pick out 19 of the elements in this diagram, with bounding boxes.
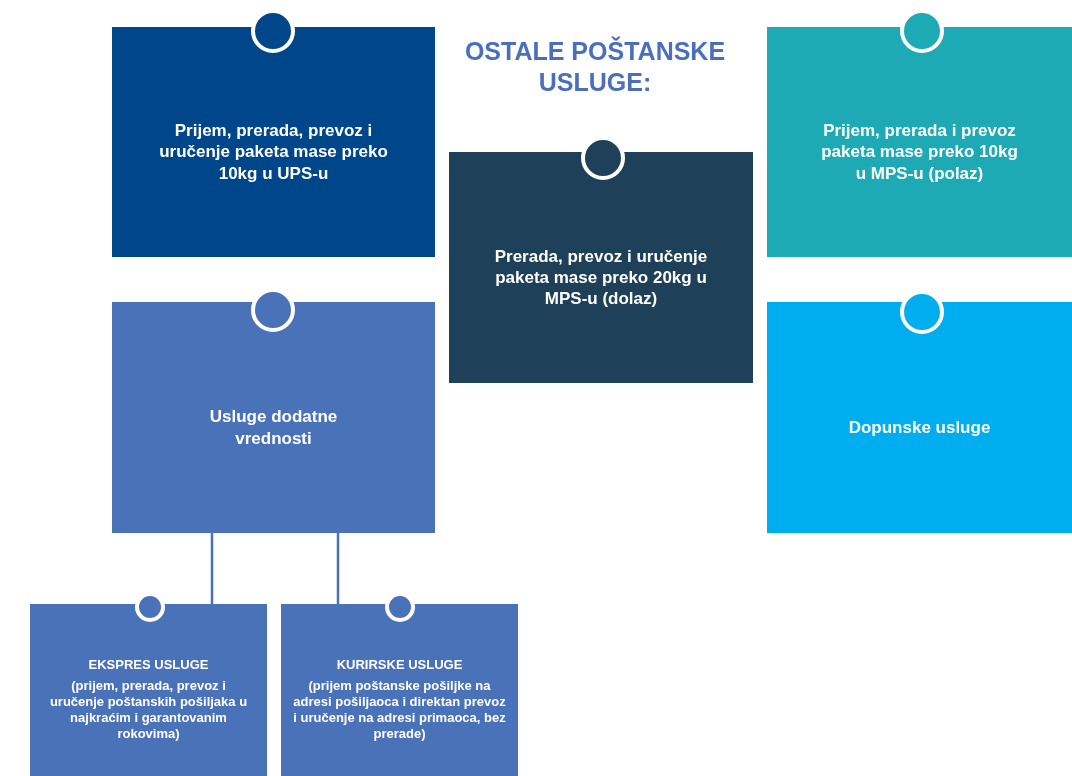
box-text: Prijem, prerada i prevoz paketa mase preko 10kg u MPS-u (polaz) (820, 120, 1019, 184)
box-text: (prijem, prerada, prevoz i uručenje poštanskih pošiljaka u najkraćim i garantovanim rokovima) (48, 677, 249, 743)
connector-line (336, 533, 340, 604)
box-heading: EKSPRES USLUGE (88, 657, 209, 674)
box-text: Usluge dodatne vrednosti (208, 406, 339, 449)
box-text: Dopunske usluge (848, 416, 991, 439)
service-box (767, 27, 1072, 257)
service-box (112, 302, 435, 533)
box-text: Prijem, prerada, prevoz i uručenje paketa mase preko 10kg u UPS-u (158, 120, 389, 184)
connector-line (210, 533, 214, 604)
service-box (767, 302, 1072, 533)
box-text: (prijem poštanske pošiljke na adresi pošiljaoca i direktan prevoz i uručenje na adresi primaoca, bez prerade) (293, 677, 506, 743)
service-box (30, 604, 267, 776)
box-heading: KURIRSKE USLUGE (336, 657, 463, 674)
box-text: Prerada, prevoz i uručenje paketa mase preko 20kg u MPS-u (dolaz) (493, 245, 709, 310)
service-box (449, 152, 753, 383)
service-box (112, 27, 435, 257)
title: OSTALE POŠTANSKE USLUGE: (463, 36, 727, 98)
service-box (281, 604, 518, 776)
